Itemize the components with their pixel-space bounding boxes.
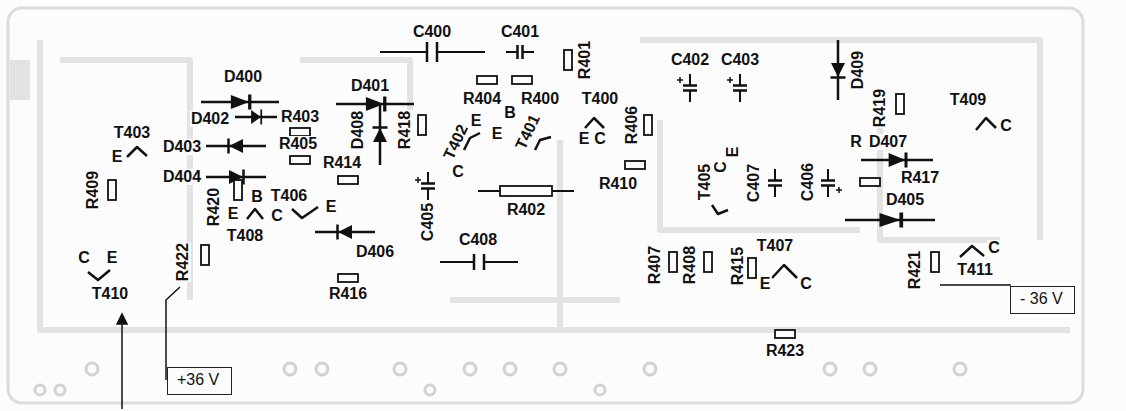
component-label: R416 [328,286,368,302]
component-label: E [491,126,504,142]
voltage-box: - 36 V [1010,286,1075,314]
component-label: E [725,146,741,159]
component-label: C [987,240,1001,256]
component-label: R404 [462,91,502,107]
component-label: T406 [270,188,308,204]
component-label: R417 [900,170,940,186]
component-label: D409 [850,50,866,90]
component-label: C [270,208,284,224]
diode-symbols [201,40,935,240]
component-label: T403 [113,125,151,141]
resistor-symbols [108,50,939,338]
component-label: T400 [581,91,619,107]
component-label: R423 [765,343,805,359]
component-label: R422 [175,242,191,282]
component-label: R402 [506,202,546,218]
component-label: D406 [355,244,395,260]
component-label: T401 [513,111,544,153]
component-label: D403 [162,139,202,155]
voltage-label: +36 V [177,372,222,388]
transistor-symbols [88,118,996,280]
component-label: T408 [226,228,264,244]
component-label: T407 [756,238,794,254]
component-label: R418 [397,110,413,150]
component-label: C401 [500,24,540,40]
component-label: R409 [85,170,101,210]
component-label: C408 [458,232,498,248]
component-label: R408 [682,245,698,285]
component-label: C [77,250,91,266]
component-label: R [849,134,863,150]
component-label: E [325,199,338,215]
component-label: C402 [670,52,710,68]
component-label: R420 [206,187,222,227]
component-label: C [593,131,607,147]
component-label: E [759,276,772,292]
component-label: R410 [598,176,638,192]
component-label: R421 [907,250,923,290]
component-label: R414 [322,155,362,171]
component-label: C405 [420,202,436,242]
voltage-label: - 36 V [1020,291,1065,307]
component-label: D402 [190,111,230,127]
component-label: T409 [949,92,987,108]
component-label: T410 [91,286,129,302]
component-label: R415 [730,246,746,286]
capacitor-symbols [380,42,842,270]
component-label: C [999,118,1013,134]
board-traces [8,8,1083,403]
component-label: R405 [278,136,318,152]
component-label: E [106,250,119,266]
component-label: D400 [223,69,263,85]
component-label: C403 [720,52,760,68]
component-label: E [470,113,483,129]
component-label: B [503,105,517,121]
component-label: T405 [697,163,713,201]
component-label: E [578,131,591,147]
component-label: D401 [350,78,390,94]
component-label: C [713,160,729,174]
component-label: R403 [280,109,320,125]
component-label: C406 [800,162,816,202]
component-label: E [111,149,124,165]
voltage-box: +36 V [167,367,232,395]
component-label: D407 [868,134,908,150]
component-label: E [227,206,240,222]
component-label: C407 [746,163,762,203]
component-label: R401 [577,40,593,80]
component-label: D404 [162,169,202,185]
solder-pads [35,363,966,395]
supply-leaders [117,285,1011,409]
component-label: R400 [520,91,560,107]
component-label: C [799,276,813,292]
component-label: R407 [647,245,663,285]
component-label: D405 [885,192,925,208]
component-label: R419 [872,88,888,128]
component-label: D408 [350,110,366,150]
component-label: R406 [624,105,640,145]
component-label: C400 [412,24,452,40]
component-label: B [250,189,264,205]
component-label: C [451,164,465,180]
component-label: T411 [956,262,994,278]
